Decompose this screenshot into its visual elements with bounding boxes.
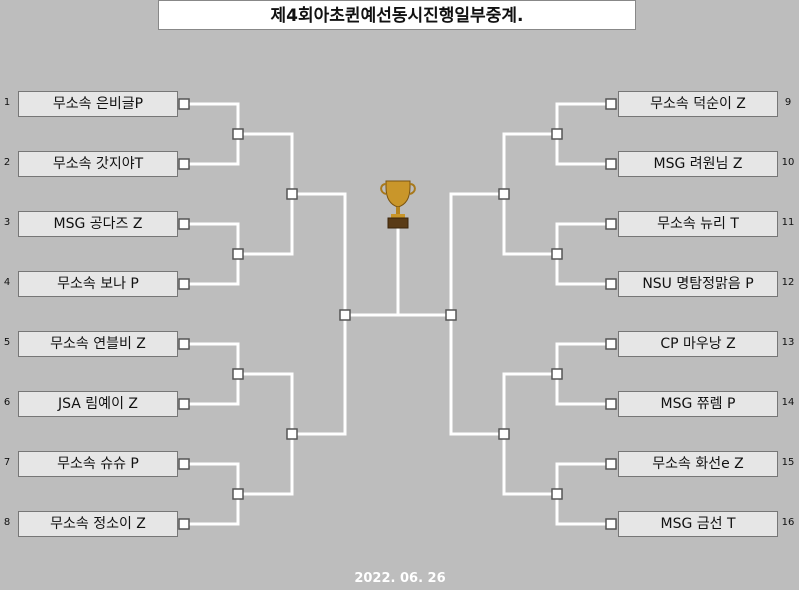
player-slot-12: NSU 명탐정맑음 P bbox=[618, 271, 778, 297]
player-slot-6: JSA 림예이 Z bbox=[18, 391, 178, 417]
seed-number-13: 13 bbox=[781, 337, 795, 348]
node bbox=[178, 158, 190, 170]
node bbox=[286, 188, 298, 200]
node bbox=[551, 248, 563, 260]
player-slot-1: 무소속 은비글P bbox=[18, 91, 178, 117]
node bbox=[498, 188, 510, 200]
seed-number-8: 8 bbox=[3, 517, 11, 528]
seed-number-16: 16 bbox=[781, 517, 795, 528]
player-slot-3: MSG 공다즈 Z bbox=[18, 211, 178, 237]
node bbox=[605, 338, 617, 350]
node bbox=[339, 309, 351, 321]
player-slot-9: 무소속 덕순이 Z bbox=[618, 91, 778, 117]
node bbox=[605, 398, 617, 410]
node bbox=[178, 98, 190, 110]
seed-number-2: 2 bbox=[3, 157, 11, 168]
player-slot-10: MSG 려원님 Z bbox=[618, 151, 778, 177]
node bbox=[286, 428, 298, 440]
seed-number-7: 7 bbox=[3, 457, 11, 468]
node bbox=[178, 518, 190, 530]
node bbox=[232, 248, 244, 260]
node bbox=[178, 338, 190, 350]
seed-number-1: 1 bbox=[3, 97, 11, 108]
node bbox=[178, 398, 190, 410]
node bbox=[445, 309, 457, 321]
trophy-icon bbox=[380, 180, 416, 229]
seed-number-15: 15 bbox=[781, 457, 795, 468]
node bbox=[551, 128, 563, 140]
player-slot-13: CP 마우낭 Z bbox=[618, 331, 778, 357]
node bbox=[232, 368, 244, 380]
player-slot-11: 무소속 뉴리 T bbox=[618, 211, 778, 237]
seed-number-3: 3 bbox=[3, 217, 11, 228]
player-slot-4: 무소속 보나 P bbox=[18, 271, 178, 297]
seed-number-9: 9 bbox=[784, 97, 792, 108]
node bbox=[232, 128, 244, 140]
node bbox=[605, 158, 617, 170]
node bbox=[605, 98, 617, 110]
event-date: 2022. 06. 26 bbox=[354, 571, 446, 586]
node bbox=[232, 488, 244, 500]
player-slot-7: 무소속 슈슈 P bbox=[18, 451, 178, 477]
node bbox=[178, 278, 190, 290]
node bbox=[605, 518, 617, 530]
node bbox=[178, 458, 190, 470]
seed-number-12: 12 bbox=[781, 277, 795, 288]
node bbox=[605, 218, 617, 230]
player-slot-5: 무소속 연블비 Z bbox=[18, 331, 178, 357]
player-slot-15: 무소속 화선e Z bbox=[618, 451, 778, 477]
player-slot-8: 무소속 정소이 Z bbox=[18, 511, 178, 537]
seed-number-4: 4 bbox=[3, 277, 11, 288]
seed-number-6: 6 bbox=[3, 397, 11, 408]
node bbox=[605, 458, 617, 470]
node bbox=[605, 278, 617, 290]
node bbox=[498, 428, 510, 440]
seed-number-10: 10 bbox=[781, 157, 795, 168]
seed-number-5: 5 bbox=[3, 337, 11, 348]
node bbox=[551, 488, 563, 500]
player-slot-2: 무소속 갓지야T bbox=[18, 151, 178, 177]
player-slot-14: MSG 쮸렘 P bbox=[618, 391, 778, 417]
seed-number-14: 14 bbox=[781, 397, 795, 408]
page-title: 제4회아초퀸예선동시진행일부중계. bbox=[158, 0, 636, 30]
node bbox=[551, 368, 563, 380]
node bbox=[178, 218, 190, 230]
seed-number-11: 11 bbox=[781, 217, 795, 228]
player-slot-16: MSG 금선 T bbox=[618, 511, 778, 537]
